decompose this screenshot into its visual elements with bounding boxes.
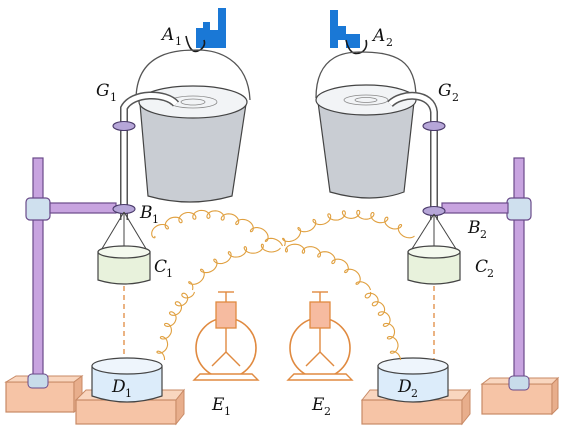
svg-text:1: 1 xyxy=(110,91,117,104)
svg-text:B: B xyxy=(467,218,481,238)
svg-text:1: 1 xyxy=(224,405,231,418)
left-stand-clamp xyxy=(25,197,51,221)
right-stand-arm xyxy=(441,202,509,214)
svg-text:C: C xyxy=(154,257,167,277)
bucket-left-rim xyxy=(138,85,248,119)
cylinder-c2 xyxy=(407,213,461,285)
label-e2: E 2 xyxy=(311,395,331,418)
coil-center-to-e1 xyxy=(188,243,281,291)
left-stand xyxy=(4,157,117,413)
bucket-left-handle xyxy=(135,49,251,101)
right-stand-foot-collar xyxy=(508,375,530,391)
coil-e2-to-d2 xyxy=(364,291,402,361)
cylinder-c1 xyxy=(97,211,151,285)
label-c1: C 1 xyxy=(154,257,173,280)
right-stand-rod xyxy=(513,157,525,387)
dish-d1 xyxy=(74,357,186,426)
svg-text:2: 2 xyxy=(411,387,418,400)
tube-left xyxy=(112,91,180,220)
hook-a2 xyxy=(330,10,368,55)
svg-text:2: 2 xyxy=(480,228,487,241)
svg-text:1: 1 xyxy=(125,387,132,400)
svg-text:1: 1 xyxy=(166,267,173,280)
svg-text:2: 2 xyxy=(452,91,459,104)
label-b2: B 2 xyxy=(467,218,487,241)
svg-text:G: G xyxy=(438,81,452,101)
svg-text:2: 2 xyxy=(324,405,331,418)
hook-a1 xyxy=(185,8,226,53)
label-a1: A 1 xyxy=(160,25,182,48)
svg-text:2: 2 xyxy=(487,267,494,280)
label-b1: B 1 xyxy=(139,203,159,226)
label-g1: G 1 xyxy=(96,81,117,104)
svg-text:B: B xyxy=(139,203,153,223)
label-c2: C 2 xyxy=(475,257,494,280)
coil-c1-to-center xyxy=(151,209,283,247)
bucket-right-handle xyxy=(315,51,417,99)
left-stand-arm xyxy=(49,202,117,214)
coil-e1-to-d1 xyxy=(156,291,196,360)
svg-text:1: 1 xyxy=(175,35,182,48)
pump-e1 xyxy=(192,291,260,381)
label-a2: A 2 xyxy=(371,26,393,49)
ring-g1 xyxy=(112,120,136,132)
right-stand xyxy=(441,157,560,416)
ring-g2 xyxy=(422,120,446,132)
svg-text:E: E xyxy=(311,395,325,415)
label-e1: E 1 xyxy=(211,395,231,418)
svg-text:1: 1 xyxy=(152,213,159,226)
svg-text:D: D xyxy=(111,377,126,397)
left-stand-rod xyxy=(32,157,44,385)
svg-text:E: E xyxy=(211,395,225,415)
label-d2: D 2 xyxy=(397,377,418,400)
left-stand-foot-collar xyxy=(27,373,49,389)
svg-text:G: G xyxy=(96,81,110,101)
pump-e2 xyxy=(286,291,354,381)
svg-text:2: 2 xyxy=(386,36,393,49)
bucket-left xyxy=(135,49,251,203)
coiled-wires xyxy=(151,209,415,361)
bucket-right xyxy=(315,51,417,199)
svg-text:A: A xyxy=(371,26,385,46)
label-g2: G 2 xyxy=(438,81,459,104)
right-stand-clamp xyxy=(506,197,532,221)
dish-d2 xyxy=(360,357,472,426)
label-d1: D 1 xyxy=(111,377,132,400)
svg-text:A: A xyxy=(160,25,174,45)
coil-c2-to-center xyxy=(282,209,415,247)
svg-text:C: C xyxy=(475,257,488,277)
coil-center-to-e2 xyxy=(284,243,372,291)
svg-text:D: D xyxy=(397,377,412,397)
tube-right xyxy=(387,91,446,220)
